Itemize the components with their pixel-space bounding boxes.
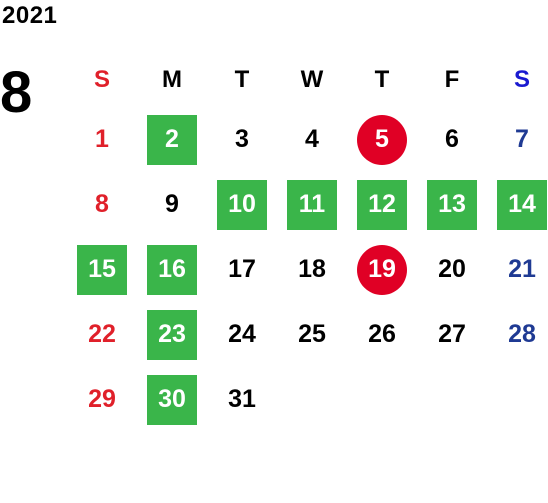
day-number: 23 bbox=[147, 309, 197, 360]
day-cell-4[interactable]: 4 bbox=[277, 107, 347, 172]
day-cell-8[interactable]: 8 bbox=[67, 172, 137, 237]
day-number: 26 bbox=[368, 320, 396, 348]
day-number: 5 bbox=[357, 114, 407, 165]
day-cell-3[interactable]: 3 bbox=[207, 107, 277, 172]
day-cell-27[interactable]: 27 bbox=[417, 302, 487, 367]
day-number: 3 bbox=[235, 125, 249, 153]
year-label: 2021 bbox=[2, 2, 58, 29]
day-cell-2[interactable]: 2 bbox=[137, 107, 207, 172]
day-number: 31 bbox=[228, 385, 256, 413]
month-label: 8 bbox=[0, 60, 33, 125]
day-number: 25 bbox=[298, 320, 326, 348]
day-number: 16 bbox=[147, 244, 197, 295]
day-cell-11[interactable]: 11 bbox=[277, 172, 347, 237]
day-number: 22 bbox=[88, 320, 116, 348]
weekday-header: M bbox=[162, 65, 182, 93]
day-number: 4 bbox=[305, 125, 319, 153]
day-cell-17[interactable]: 17 bbox=[207, 237, 277, 302]
day-number: 11 bbox=[287, 179, 337, 230]
day-cell-7[interactable]: 7 bbox=[487, 107, 548, 172]
day-cell-12[interactable]: 12 bbox=[347, 172, 417, 237]
day-cell-24[interactable]: 24 bbox=[207, 302, 277, 367]
day-number: 9 bbox=[165, 190, 179, 218]
day-number: 21 bbox=[508, 255, 536, 283]
day-number: 30 bbox=[147, 374, 197, 425]
day-number: 13 bbox=[427, 179, 477, 230]
weekday-header: S bbox=[93, 65, 110, 93]
day-number: 20 bbox=[438, 255, 466, 283]
day-number: 14 bbox=[497, 179, 547, 230]
weekday-header: S bbox=[513, 65, 530, 93]
day-cell-10[interactable]: 10 bbox=[207, 172, 277, 237]
day-number: 12 bbox=[357, 179, 407, 230]
day-cell-20[interactable]: 20 bbox=[417, 237, 487, 302]
day-number: 19 bbox=[357, 244, 407, 295]
day-cell-25[interactable]: 25 bbox=[277, 302, 347, 367]
day-number: 2 bbox=[147, 114, 197, 165]
day-number: 1 bbox=[95, 125, 109, 153]
day-number: 15 bbox=[77, 244, 127, 295]
day-number: 29 bbox=[88, 385, 116, 413]
day-cell-14[interactable]: 14 bbox=[487, 172, 548, 237]
day-number: 17 bbox=[228, 255, 256, 283]
weekday-header: F bbox=[444, 65, 460, 93]
day-number: 10 bbox=[217, 179, 267, 230]
day-cell-31[interactable]: 31 bbox=[207, 367, 277, 432]
day-cell-29[interactable]: 29 bbox=[67, 367, 137, 432]
day-cell-19[interactable]: 19 bbox=[347, 237, 417, 302]
day-cell-13[interactable]: 13 bbox=[417, 172, 487, 237]
day-cell-30[interactable]: 30 bbox=[137, 367, 207, 432]
day-cell-26[interactable]: 26 bbox=[347, 302, 417, 367]
day-number: 8 bbox=[95, 190, 109, 218]
day-number: 6 bbox=[445, 125, 459, 153]
day-number: 28 bbox=[508, 320, 536, 348]
day-number: 27 bbox=[438, 320, 466, 348]
weekday-header: T bbox=[374, 65, 390, 93]
day-cell-6[interactable]: 6 bbox=[417, 107, 487, 172]
weekday-header: T bbox=[234, 65, 250, 93]
day-cell-22[interactable]: 22 bbox=[67, 302, 137, 367]
day-number: 24 bbox=[228, 320, 256, 348]
day-number: 18 bbox=[298, 255, 326, 283]
day-cell-23[interactable]: 23 bbox=[137, 302, 207, 367]
weekday-header: W bbox=[300, 65, 324, 93]
day-cell-28[interactable]: 28 bbox=[487, 302, 548, 367]
day-cell-21[interactable]: 21 bbox=[487, 237, 548, 302]
day-cell-5[interactable]: 5 bbox=[347, 107, 417, 172]
day-cell-9[interactable]: 9 bbox=[137, 172, 207, 237]
day-cell-1[interactable]: 1 bbox=[67, 107, 137, 172]
day-number: 7 bbox=[515, 125, 529, 153]
day-cell-16[interactable]: 16 bbox=[137, 237, 207, 302]
day-cell-15[interactable]: 15 bbox=[67, 237, 137, 302]
day-cell-18[interactable]: 18 bbox=[277, 237, 347, 302]
